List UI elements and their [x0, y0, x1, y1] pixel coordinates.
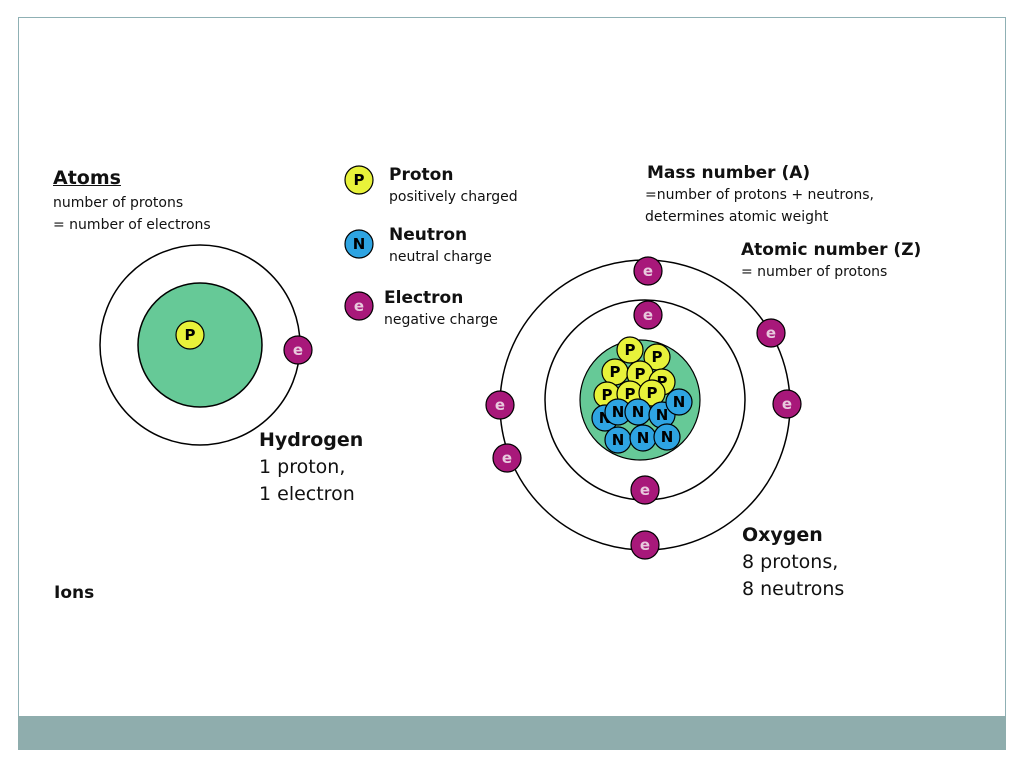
legend-neutron-title: Neutron — [389, 225, 468, 245]
legend-electron-icon: e — [344, 291, 374, 321]
legend-proton-icon: P — [344, 165, 374, 195]
svg-text:e: e — [354, 297, 364, 315]
oxygen-electron: e — [633, 300, 663, 330]
svg-text:e: e — [643, 306, 653, 324]
atoms-heading: Atoms — [53, 167, 121, 189]
svg-text:e: e — [293, 341, 303, 359]
oxygen-proton: P — [616, 336, 644, 364]
legend-neutron-desc: neutral charge — [389, 249, 492, 265]
oxygen-electron: e — [630, 530, 660, 560]
legend-proton-desc: positively charged — [389, 189, 518, 205]
atomic-number-line-1: = number of protons — [741, 264, 888, 280]
svg-text:N: N — [612, 431, 625, 449]
hydrogen-name: Hydrogen — [259, 429, 364, 451]
footer-bar — [18, 716, 1006, 750]
oxygen-proton: P — [643, 343, 671, 371]
svg-text:e: e — [766, 324, 776, 342]
svg-text:N: N — [632, 403, 645, 421]
svg-text:N: N — [637, 429, 650, 447]
oxygen-electron: e — [485, 390, 515, 420]
svg-text:e: e — [643, 262, 653, 280]
svg-text:P: P — [625, 385, 636, 403]
oxygen-line-2: 8 neutrons — [742, 578, 845, 600]
oxygen-neutron: N — [665, 388, 693, 416]
oxygen-neutron: N — [604, 426, 632, 454]
svg-text:P: P — [657, 373, 668, 391]
svg-text:e: e — [495, 396, 505, 414]
atomic-number-title: Atomic number (Z) — [741, 240, 922, 260]
oxygen-electron: e — [630, 475, 660, 505]
oxygen-neutron: N — [624, 398, 652, 426]
atoms-line-2: = number of electrons — [53, 217, 211, 233]
oxygen-neutron: N — [629, 424, 657, 452]
svg-text:P: P — [635, 365, 646, 383]
oxygen-electron: e — [772, 389, 802, 419]
svg-text:N: N — [661, 428, 674, 446]
oxygen-proton: P — [638, 379, 666, 407]
svg-text:P: P — [354, 171, 365, 189]
oxygen-electron: e — [756, 318, 786, 348]
hydrogen-electron: e — [283, 335, 313, 365]
svg-text:e: e — [640, 536, 650, 554]
hydrogen-atom: P e — [99, 244, 313, 446]
svg-text:P: P — [647, 384, 658, 402]
atoms-line-1: number of protons — [53, 195, 184, 211]
svg-text:e: e — [640, 481, 650, 499]
legend-neutron-icon: N — [344, 229, 374, 259]
mass-number-line-1: =number of protons + neutrons, — [645, 187, 874, 203]
hydrogen-proton: P — [175, 320, 205, 350]
svg-text:P: P — [610, 363, 621, 381]
legend-proton-title: Proton — [389, 165, 454, 185]
mass-number-title: Mass number (A) — [647, 163, 811, 183]
oxygen-line-1: 8 protons, — [742, 551, 839, 573]
hydrogen-line-1: 1 proton, — [259, 456, 346, 478]
legend-electron-title: Electron — [384, 288, 464, 308]
svg-text:N: N — [612, 403, 625, 421]
svg-text:P: P — [185, 326, 196, 344]
svg-text:N: N — [673, 393, 686, 411]
svg-text:P: P — [602, 386, 613, 404]
svg-text:P: P — [652, 348, 663, 366]
legend-electron-desc: negative charge — [384, 312, 498, 328]
ions-heading: Ions — [54, 583, 95, 603]
oxygen-proton: P — [601, 358, 629, 386]
svg-text:e: e — [502, 449, 512, 467]
oxygen-neutron: N — [653, 423, 681, 451]
svg-text:e: e — [782, 395, 792, 413]
oxygen-electron: e — [492, 443, 522, 473]
oxygen-electron: e — [633, 256, 663, 286]
svg-text:N: N — [656, 406, 669, 424]
oxygen-name: Oxygen — [742, 524, 823, 546]
svg-text:N: N — [353, 235, 366, 253]
hydrogen-line-2: 1 electron — [259, 483, 355, 505]
svg-text:P: P — [625, 341, 636, 359]
mass-number-line-2: determines atomic weight — [645, 209, 829, 225]
oxygen-neutron: N — [604, 398, 632, 426]
